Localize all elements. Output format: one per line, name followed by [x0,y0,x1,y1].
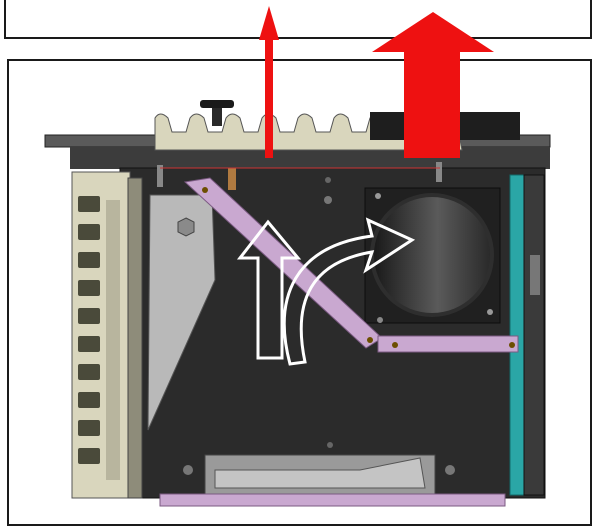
right-rail [509,174,525,496]
side-latch [530,255,540,295]
upper-panel-box [4,0,592,39]
curved-flow-arrow-icon [282,217,416,366]
left-grey-plate [147,194,216,431]
straight-up-flow-arrow-icon [236,219,302,360]
fan-outlet-icon [324,187,501,324]
top-studs [157,162,442,190]
thin-exhaust-arrow-icon [259,6,279,158]
top-knob [200,100,234,126]
bottom-plate [159,442,506,507]
right-side-bracket [523,174,545,496]
wide-exhaust-arrow-icon [372,12,494,158]
left-fin-stack [71,171,143,499]
